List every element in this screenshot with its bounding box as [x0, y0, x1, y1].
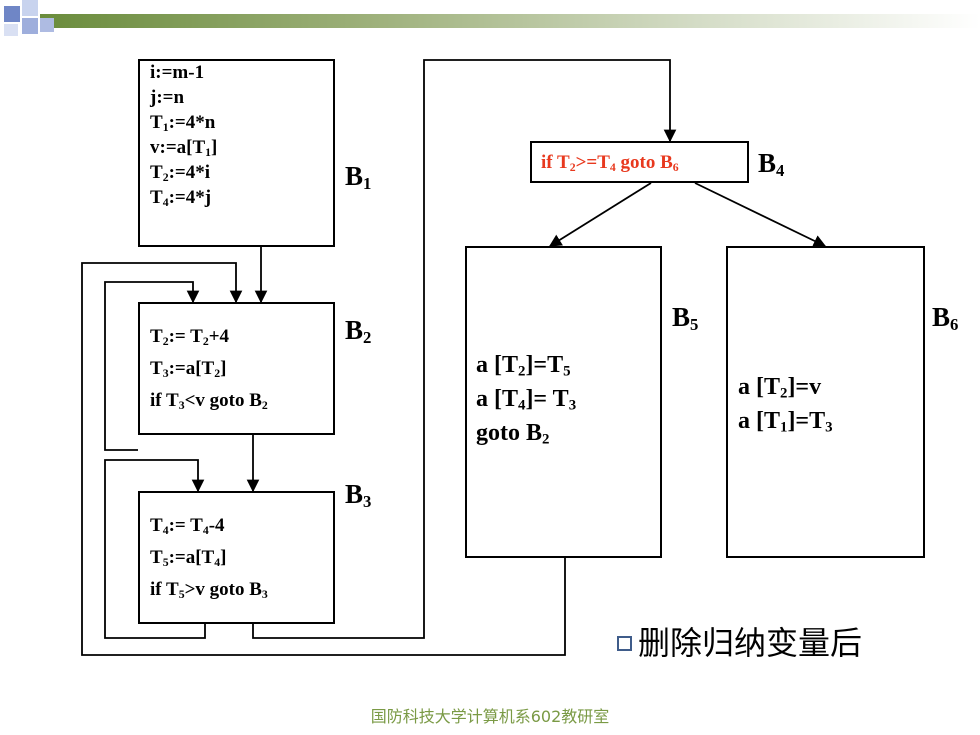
block-b2-code: T2:= T2+4 T3:=a[T2] if T3<v goto B2 [150, 321, 268, 417]
b1-line-3: T1:=4*n [150, 112, 216, 134]
edge-b3-b4 [252, 59, 677, 639]
b1-line-6: T4:=4*j [150, 187, 212, 209]
b1-line-5: T2:=4*i [150, 162, 211, 184]
block-b6-code: a [T2]=v a [T1]=T3 [738, 370, 833, 438]
edge-b2-loop [104, 281, 200, 451]
b5-line-2: a [T4]= T3 [476, 386, 577, 414]
b1-line-2: j:=n [150, 87, 185, 108]
b1-line-4: v:=a[T1] [150, 137, 218, 159]
b4-condition: if T2>=T4 goto B6 [541, 152, 679, 174]
b2-line-1: T2:= T2+4 [150, 326, 230, 348]
b5-line-3: goto B2 [476, 420, 550, 448]
b2-line-2: T3:=a[T2] [150, 358, 227, 380]
block-b5: a [T2]=T5 a [T4]= T3 goto B2 [465, 246, 662, 558]
slide-note: 删除归纳变量后 [617, 618, 862, 664]
block-b3-code: T4:= T4-4 T5:=a[T4] if T5>v goto B3 [150, 510, 268, 606]
label-b1: B1 [345, 161, 372, 194]
block-b4: if T2>=T4 goto B6 [530, 141, 749, 183]
header-bar [40, 14, 980, 28]
block-b2: T2:= T2+4 T3:=a[T2] if T3<v goto B2 [138, 302, 335, 435]
edge-b4-b6 [694, 182, 827, 247]
edge-b3-loop [104, 459, 206, 639]
b3-line-1: T4:= T4-4 [150, 515, 225, 537]
hollow-square-bullet-icon [617, 636, 632, 651]
b3-line-2: T5:=a[T4] [150, 547, 227, 569]
edge-b5-b2 [81, 262, 566, 656]
b2-line-3: if T3<v goto B2 [150, 390, 268, 412]
footer-text: 国防科技大学计算机系602教研室 [370, 707, 610, 726]
b1-line-1: i:=m-1 [150, 62, 205, 83]
slide-note-text: 删除归纳变量后 [638, 624, 863, 662]
block-b3: T4:= T4-4 T5:=a[T4] if T5>v goto B3 [138, 491, 335, 624]
label-b3: B3 [345, 479, 372, 512]
label-b2: B2 [345, 315, 372, 348]
b3-line-3: if T5>v goto B3 [150, 579, 268, 601]
block-b5-code: a [T2]=T5 a [T4]= T3 goto B2 [476, 348, 576, 450]
edge-b4-b5 [548, 182, 652, 247]
label-b4: B4 [758, 148, 785, 181]
b6-line-1: a [T2]=v [738, 374, 822, 402]
b5-line-1: a [T2]=T5 [476, 352, 571, 380]
b6-line-2: a [T1]=T3 [738, 408, 833, 436]
label-b5: B5 [672, 302, 699, 335]
label-b6: B6 [932, 302, 959, 335]
block-b6: a [T2]=v a [T1]=T3 [726, 246, 925, 558]
